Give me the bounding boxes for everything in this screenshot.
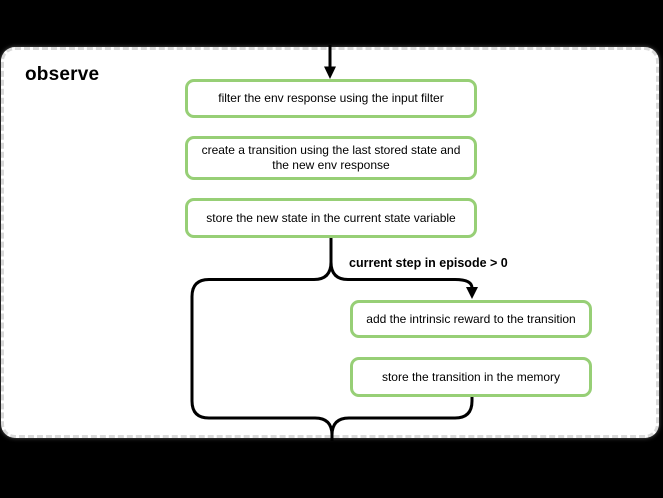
node-label: store the new state in the current state… <box>206 210 456 225</box>
node-label: filter the env response using the input … <box>218 91 444 105</box>
node-add-intrinsic-reward: add the intrinsic reward to the transiti… <box>350 300 592 338</box>
node-label: add the intrinsic reward to the transiti… <box>366 311 576 326</box>
condition-label: current step in episode > 0 <box>349 256 508 270</box>
node-label: create a transition using the last store… <box>201 143 461 172</box>
node-store-new-state: store the new state in the current state… <box>185 198 477 238</box>
node-store-transition: store the transition in the memory <box>350 357 592 397</box>
node-label: store the transition in the memory <box>381 369 561 384</box>
group-label: observe <box>25 64 100 85</box>
node-filter-env-response: filter the env response using the input … <box>185 79 477 118</box>
node-create-transition: create a transition using the last store… <box>185 136 477 180</box>
